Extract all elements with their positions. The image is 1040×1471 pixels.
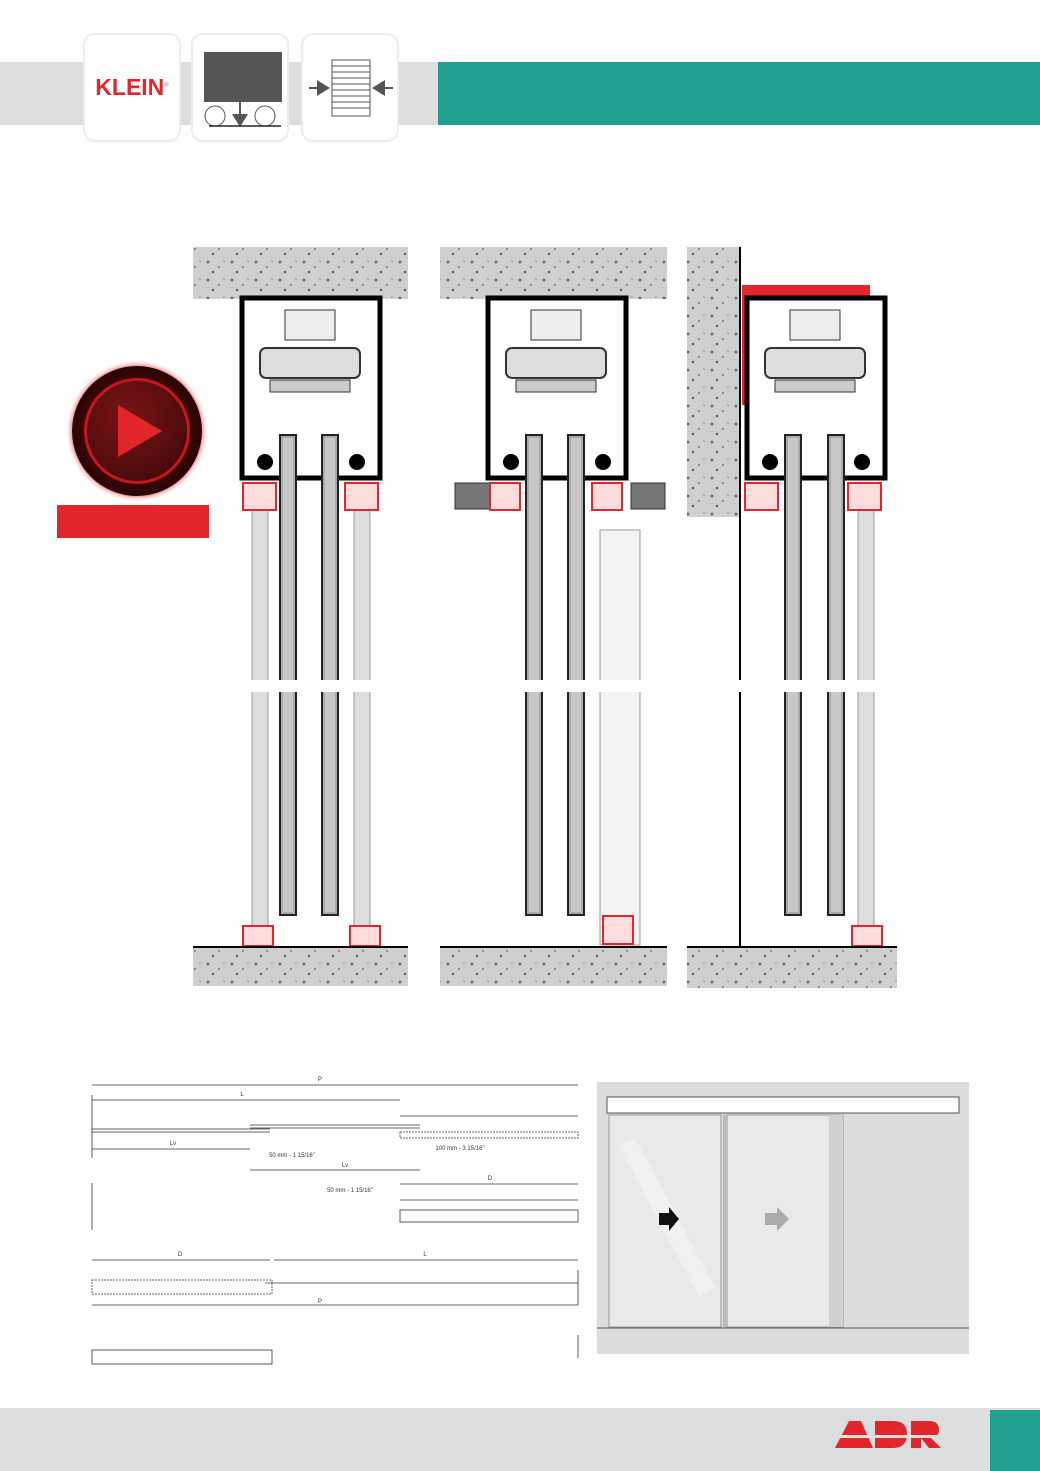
dim-label-d: D bbox=[488, 1176, 493, 1182]
video-label-bar[interactable] bbox=[57, 505, 209, 538]
sliding-arrow-icon bbox=[765, 1207, 789, 1231]
klein-logo-card: KLEIN® bbox=[83, 33, 181, 142]
section-left bbox=[193, 247, 408, 986]
dim-label-lv: Lv bbox=[170, 1141, 176, 1147]
dim-label-d-2: D bbox=[178, 1252, 183, 1258]
dim-label-50mm-2: 50 mm - 1 15/16" bbox=[327, 1188, 373, 1194]
arrow-right-icon bbox=[659, 1207, 679, 1231]
dim-label-lv-2: Lv bbox=[342, 1163, 348, 1169]
dim-label-50mm: 50 mm - 1 15/16" bbox=[269, 1153, 315, 1159]
top-hung-load-icon bbox=[191, 33, 289, 142]
dim-label-l: L bbox=[240, 1092, 244, 1098]
dim-label-100mm: 100 mm - 3 15/16" bbox=[435, 1146, 484, 1152]
klein-logo: KLEIN® bbox=[95, 74, 169, 100]
play-icon bbox=[118, 405, 162, 457]
adr-logo bbox=[835, 1421, 941, 1448]
door-elevation-illustration bbox=[597, 1082, 969, 1354]
video-play-button[interactable] bbox=[72, 366, 202, 496]
section-right bbox=[687, 247, 897, 988]
header-teal-bar bbox=[438, 62, 1040, 125]
dimension-diagram: P L Lv 50 mm - 1 15/16" 100 mm - 3 15/16… bbox=[91, 1077, 579, 1365]
dim-label-p-2: P bbox=[318, 1299, 322, 1305]
compact-stack-icon bbox=[301, 33, 399, 142]
dim-label-p: P bbox=[318, 1077, 322, 1083]
section-middle bbox=[440, 247, 667, 986]
section-drawings bbox=[193, 247, 897, 988]
page-tab bbox=[990, 1410, 1040, 1471]
dim-label-l-2: L bbox=[423, 1252, 427, 1258]
